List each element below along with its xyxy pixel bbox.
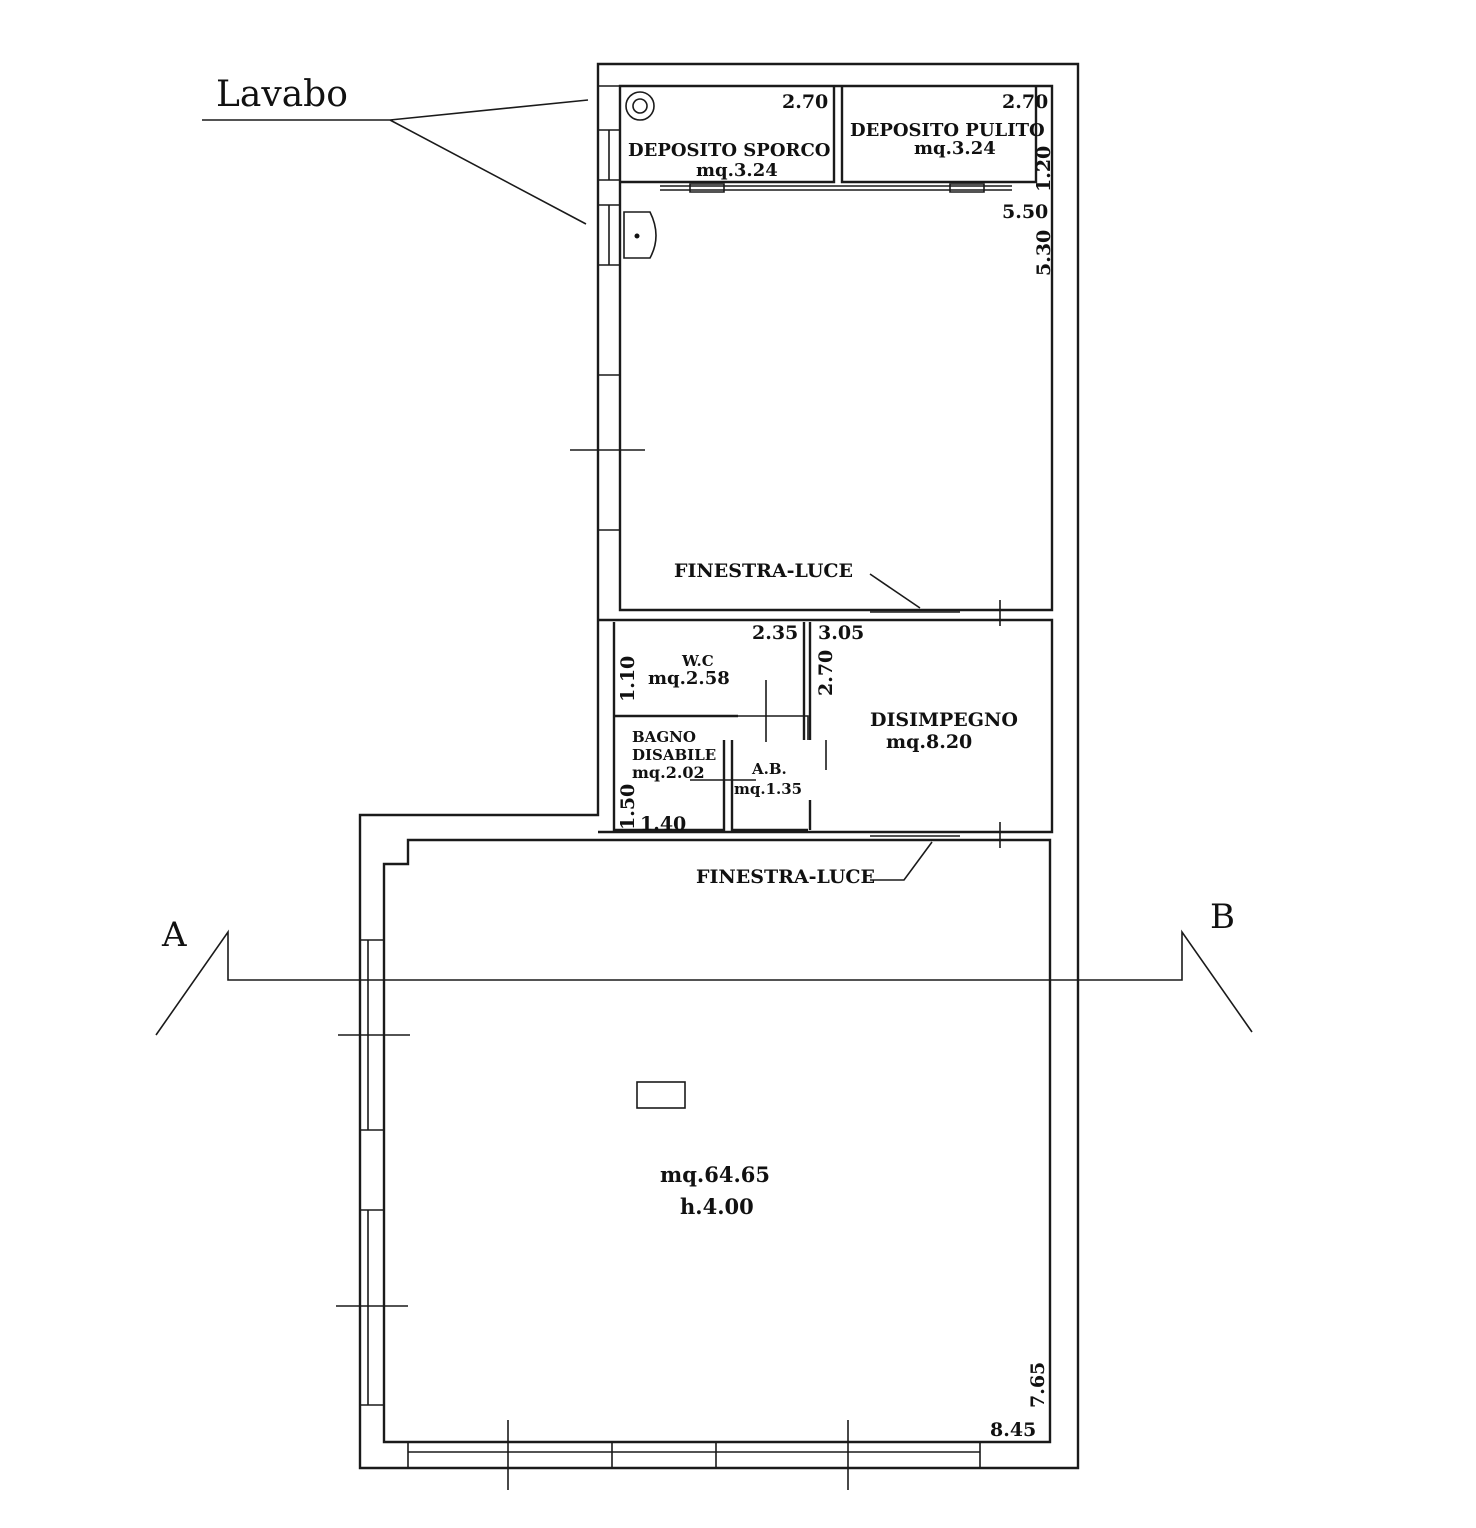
lavabo-fixtures [623,91,657,259]
disimpegno-name: DISIMPEGNO [870,709,1018,731]
wc-name: W.C [681,652,714,670]
hall-fixture [636,1081,686,1109]
deposito-sporco-area: mq.3.24 [696,160,778,181]
wc-height: 1.10 [617,656,639,702]
room-labels: 2.70 DEPOSITO SPORCO mq.3.24 2.70 DEPOSI… [617,91,1055,1441]
deposito-pulito-area: mq.3.24 [914,138,996,159]
left-windows-upper [598,129,620,531]
deposito-pulito-name: DEPOSITO PULITO [850,120,1045,141]
disimpegno-area: mq.8.20 [886,731,972,753]
hall-width: 8.45 [990,1419,1036,1441]
wc-width: 2.35 [752,622,798,644]
hall-depth: 7.65 [1027,1362,1049,1408]
finestra-luce-bottom-label: FINESTRA-LUCE [696,866,875,888]
disimpegno-width: 3.05 [818,622,864,644]
finestra-luce-leaders [869,573,960,881]
hall-area: mq.64.65 [660,1162,770,1187]
wc-area: mq.2.58 [648,668,730,689]
upper-room-width: 5.50 [1002,201,1048,223]
outer-walls [358,62,1080,1470]
left-windows-lower [360,939,384,1406]
deposito-sporco-name: DEPOSITO SPORCO [628,140,830,161]
bagno-area: mq.2.02 [632,763,705,782]
section-a-label: A [161,915,187,955]
deposito-sporco-dim: 2.70 [782,91,828,113]
lavabo-label: Lavabo [216,74,348,115]
bottom-windows [407,1442,981,1468]
antibagno-name: A.B. [751,760,787,778]
depositi-partitions [620,86,1038,193]
section-ticks [336,449,1001,1490]
bagno-height: 1.50 [617,784,639,830]
finestra-luce-top-label: FINESTRA-LUCE [674,560,853,582]
lavabo-leader [202,99,589,225]
antibagno-area: mq.1.35 [734,780,802,798]
bagno-name-1: BAGNO [632,728,696,746]
deposito-pulito-dim: 2.70 [1002,91,1048,113]
bagno-width: 1.40 [640,813,686,835]
hall-height: h.4.00 [680,1194,754,1219]
deposito-pulito-side-dim: 1.20 [1033,146,1055,192]
middle-partitions [612,622,827,832]
section-b-label: B [1210,897,1235,937]
bagno-name-2: DISABILE [632,746,716,764]
disimpegno-height: 2.70 [815,650,837,696]
upper-room-height: 5.30 [1033,230,1055,276]
section-line [155,929,1253,1036]
